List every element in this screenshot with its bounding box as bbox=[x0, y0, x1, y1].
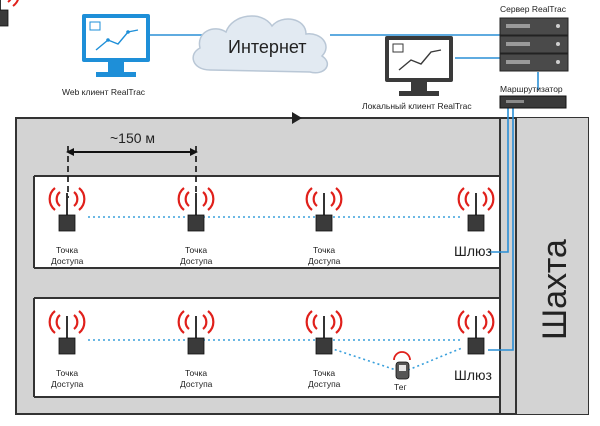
antenna-icon bbox=[177, 309, 215, 356]
monitor-icon bbox=[385, 36, 453, 96]
distance-marker bbox=[66, 146, 198, 198]
antenna-icon bbox=[457, 186, 495, 233]
antenna-icon bbox=[305, 186, 343, 233]
drift-upper bbox=[33, 175, 501, 269]
ap-label-line1: Точка bbox=[56, 245, 78, 255]
radio-links bbox=[88, 216, 463, 371]
direction-arrow bbox=[292, 112, 302, 124]
mine-area bbox=[15, 112, 589, 415]
local-client-label: Локальный клиент RealTrac bbox=[362, 101, 472, 111]
ap-label-line1: Точка bbox=[185, 245, 207, 255]
antenna-icon bbox=[48, 186, 86, 233]
web-client-label: Web клиент RealTrac bbox=[62, 87, 146, 97]
antenna-icon bbox=[457, 309, 495, 356]
internet-label: Интернет bbox=[228, 37, 307, 57]
ap-label-line2: Доступа bbox=[51, 256, 84, 266]
ap-label-line1: Точка bbox=[185, 368, 207, 378]
ap-label-line2: Доступа bbox=[308, 256, 341, 266]
shaft-area bbox=[516, 118, 588, 414]
ap-label-line2: Доступа bbox=[308, 379, 341, 389]
antenna-icon bbox=[305, 309, 343, 356]
ap-label-line1: Точка bbox=[313, 245, 335, 255]
monitor-icon bbox=[82, 14, 150, 77]
router-icon bbox=[499, 95, 567, 109]
ap-label-line2: Доступа bbox=[180, 379, 213, 389]
ap-label-line1: Точка bbox=[313, 368, 335, 378]
drift-lower bbox=[33, 297, 501, 398]
distance-label: ~150 м bbox=[110, 130, 155, 146]
server-rack-icon bbox=[499, 17, 569, 72]
antenna-icon bbox=[48, 309, 86, 356]
shaft-label: Шахта bbox=[536, 239, 574, 340]
ap-label-line2: Доступа bbox=[180, 256, 213, 266]
network-links bbox=[150, 34, 539, 351]
tag-label: Тег bbox=[394, 382, 407, 392]
tag-icon bbox=[393, 351, 411, 380]
router-label: Маршрутизатор bbox=[500, 84, 563, 94]
gateway-label: Шлюз bbox=[454, 243, 492, 259]
antenna-icon bbox=[177, 186, 215, 233]
ap-label-line1: Точка bbox=[56, 368, 78, 378]
cloud-icon bbox=[192, 15, 328, 74]
gateway-label: Шлюз bbox=[454, 367, 492, 383]
server-label: Сервер RealTrac bbox=[500, 4, 567, 14]
ap-label-line2: Доступа bbox=[51, 379, 84, 389]
